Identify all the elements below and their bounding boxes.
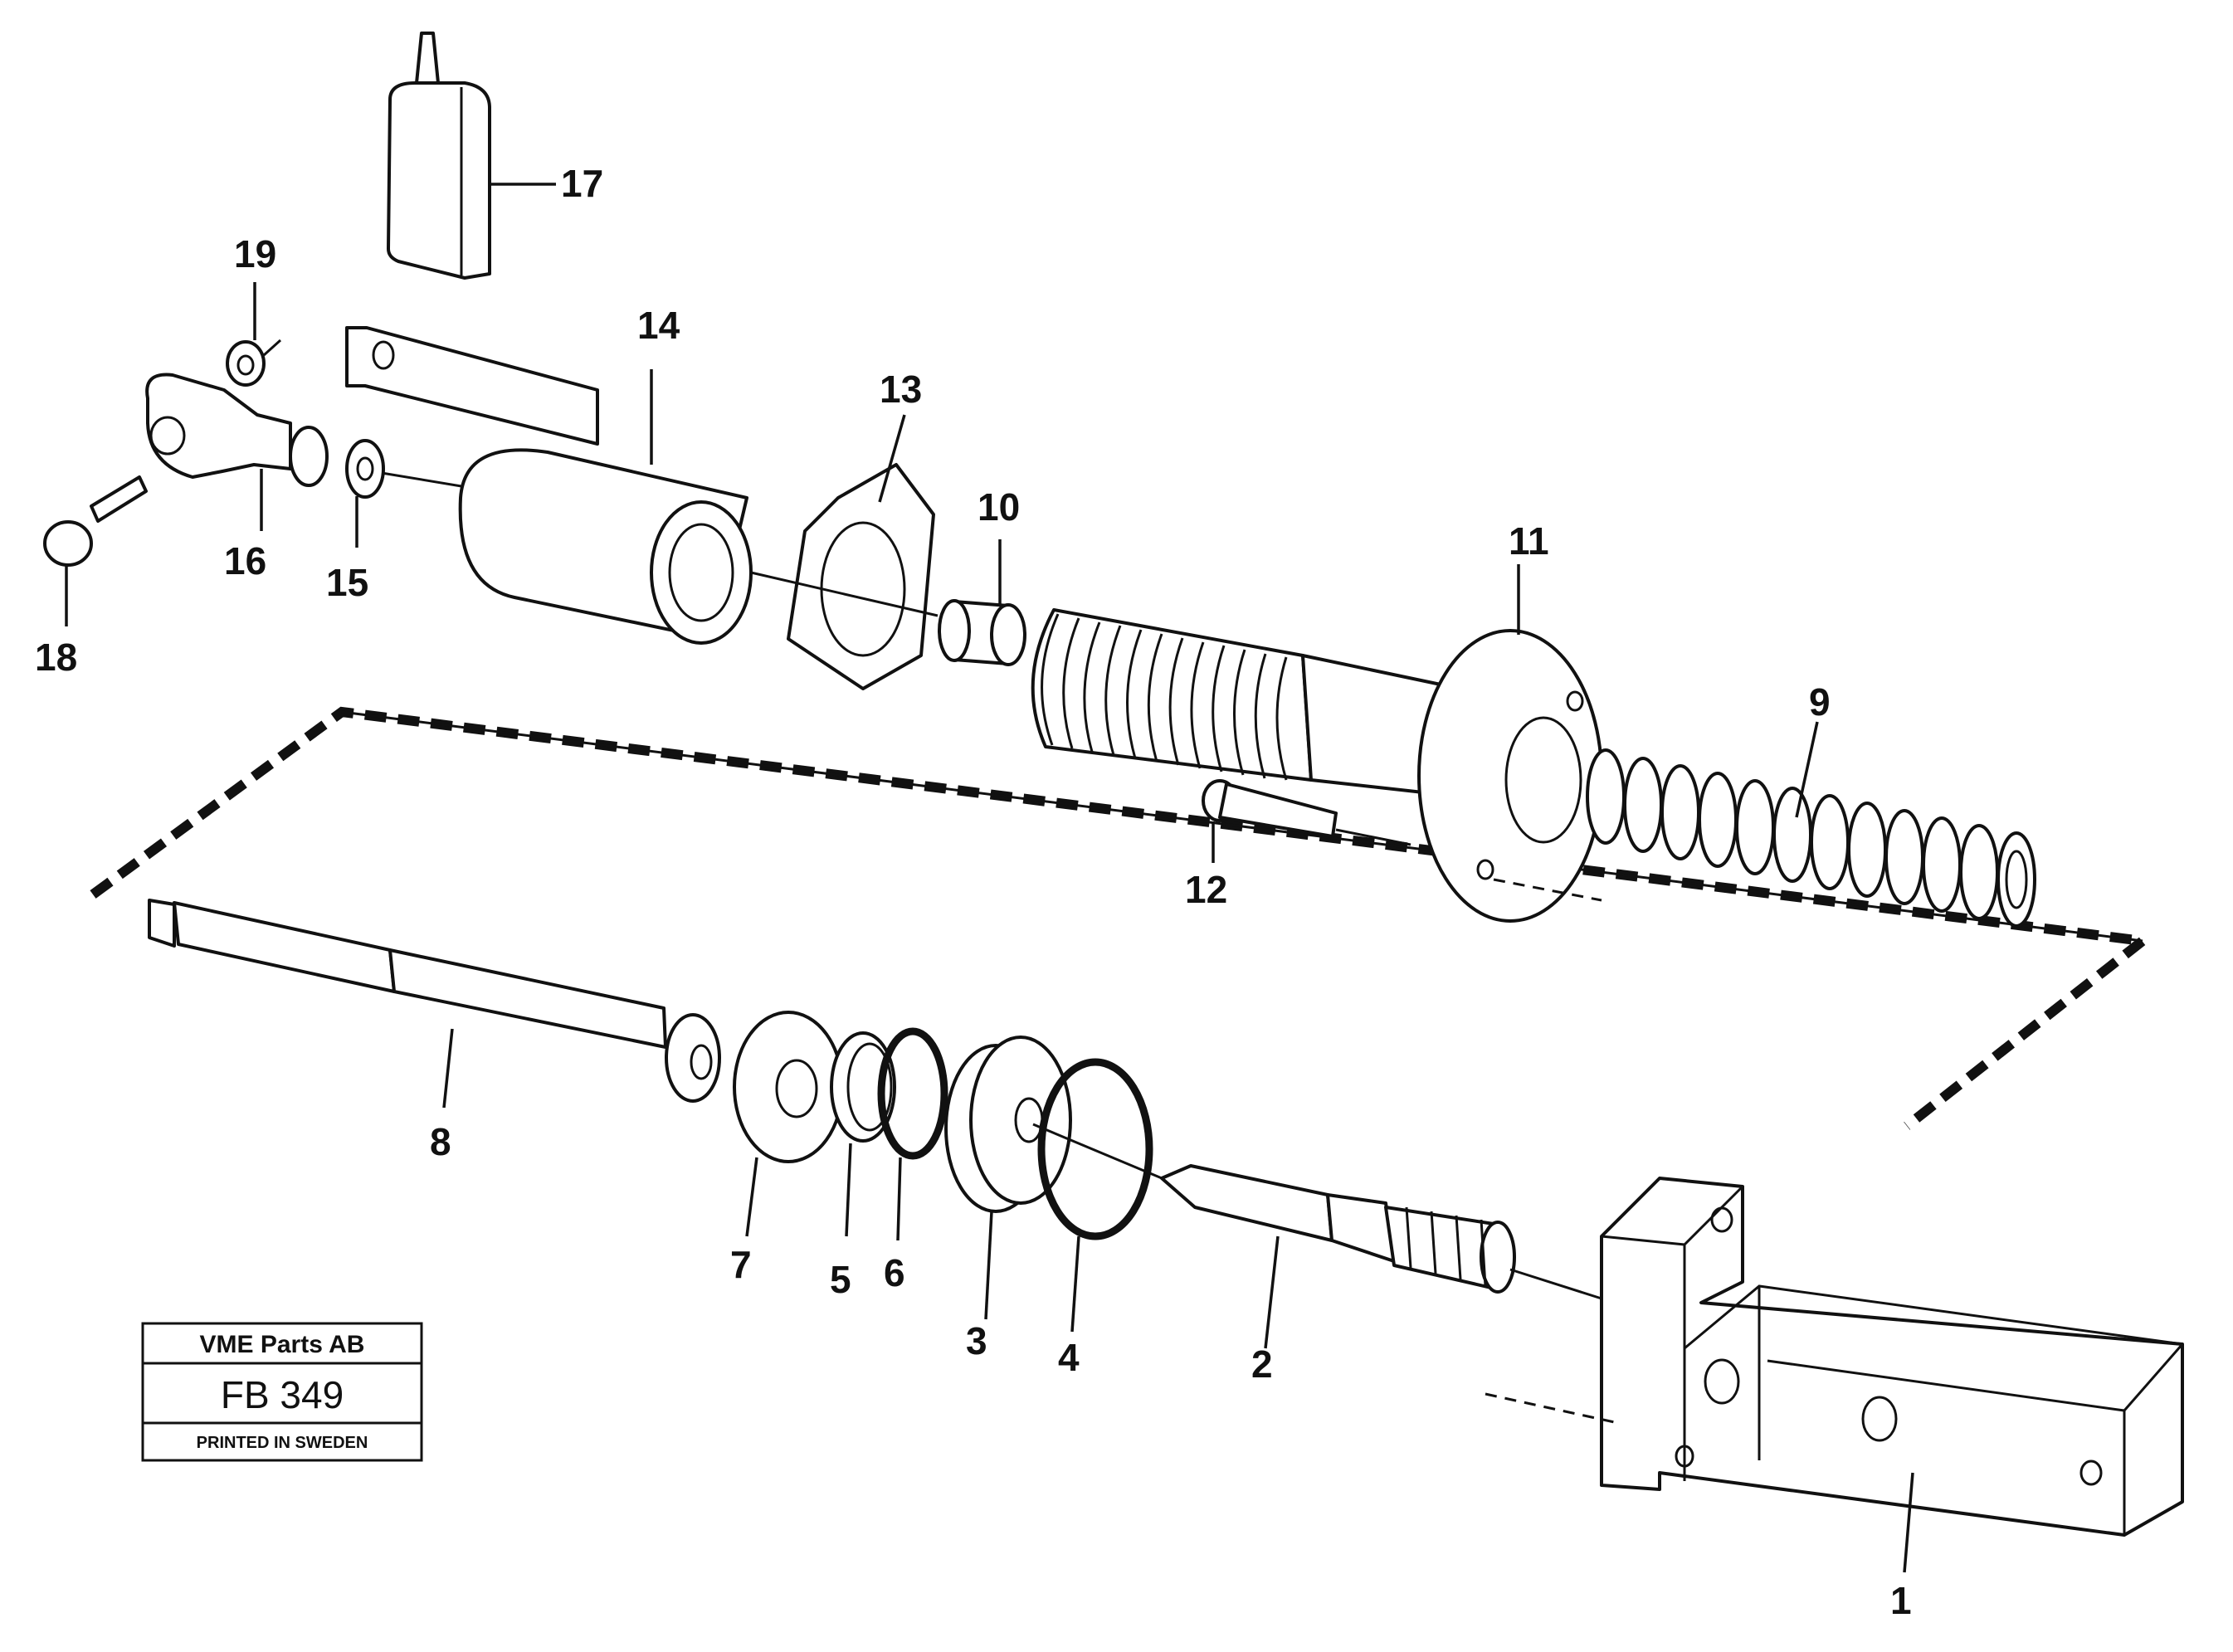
stamp-code: FB 349 bbox=[221, 1373, 344, 1416]
callout-7: 7 bbox=[730, 1243, 752, 1286]
callout-5: 5 bbox=[830, 1258, 851, 1301]
part-10-bushing bbox=[938, 539, 1026, 666]
part-17-bottle bbox=[387, 32, 556, 280]
callout-labels: 17 19 14 13 10 11 16 15 18 9 12 8 7 5 6 … bbox=[35, 162, 1912, 1622]
part-9-spring bbox=[1586, 721, 2036, 928]
callout-8: 8 bbox=[430, 1120, 451, 1163]
stamp-company: VME Parts AB bbox=[200, 1331, 365, 1358]
spring-coils bbox=[1586, 748, 2036, 928]
part-4-large-o-ring bbox=[1032, 1058, 1163, 1333]
part-14-bracket-sleeve bbox=[345, 326, 753, 645]
part-18-bolt bbox=[43, 475, 148, 626]
part-11-flanged-cylinder bbox=[1031, 564, 1603, 923]
part-6-o-ring bbox=[877, 1027, 948, 1241]
part-16-rod-end bbox=[145, 373, 329, 531]
part-5-ring bbox=[830, 1031, 896, 1237]
callout-2: 2 bbox=[1251, 1343, 1273, 1386]
callout-13: 13 bbox=[880, 368, 922, 411]
part-7-washer-plate bbox=[733, 1011, 844, 1237]
callout-10: 10 bbox=[978, 485, 1020, 529]
publisher-stamp: VME Parts AB FB 349 PRINTED IN SWEDEN bbox=[141, 1322, 423, 1462]
callout-17: 17 bbox=[561, 162, 603, 205]
callout-14: 14 bbox=[637, 304, 680, 347]
callout-4: 4 bbox=[1058, 1336, 1080, 1379]
part-2-piston-rod bbox=[1160, 1164, 1602, 1349]
callout-15: 15 bbox=[326, 561, 368, 604]
callout-1: 1 bbox=[1890, 1579, 1912, 1622]
callout-11: 11 bbox=[1509, 519, 1549, 563]
callout-18: 18 bbox=[35, 636, 77, 679]
callout-6: 6 bbox=[884, 1251, 905, 1294]
part-19-nut bbox=[226, 282, 282, 387]
part-1-housing-block bbox=[1485, 1177, 2184, 1573]
thread-marks bbox=[1041, 613, 1288, 781]
part-13-hex-nut bbox=[750, 414, 939, 690]
stamp-footer: PRINTED IN SWEDEN bbox=[197, 1434, 368, 1452]
part-8-shaft bbox=[148, 899, 721, 1109]
callout-3: 3 bbox=[966, 1319, 987, 1362]
callout-9: 9 bbox=[1809, 680, 1831, 724]
callout-16: 16 bbox=[224, 539, 266, 582]
callout-12: 12 bbox=[1185, 868, 1227, 911]
group-boundary bbox=[90, 706, 2155, 1130]
callout-19: 19 bbox=[234, 232, 276, 275]
part-12-cap-screw bbox=[1202, 779, 1411, 863]
part-3-piston bbox=[944, 1036, 1072, 1320]
